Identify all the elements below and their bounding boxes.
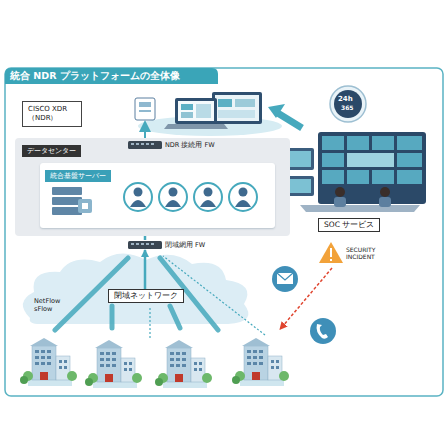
text-label: 24h (338, 95, 353, 103)
server-box: 統合基盤サーバー (40, 163, 275, 228)
title: 統合 NDR プラットフォームの全体像 (10, 70, 180, 83)
node-text: 閉域網用 FW (165, 241, 205, 250)
firewall-node: NDR 接続用 FW (128, 140, 215, 150)
product-box: CISCO XDR（NDR） (22, 101, 82, 127)
network-label-box: 閉域ネットワーク (108, 289, 184, 303)
firewall-icon (128, 140, 162, 150)
firewall-node: 閉域網用 FW (128, 240, 205, 250)
node-text: データセンター (22, 145, 81, 157)
node-text: 統合基盤サーバー (45, 170, 111, 182)
connector-arrow (144, 250, 147, 289)
firewall-icon (128, 240, 162, 250)
text-label: 365 (341, 104, 354, 111)
service-label-box: SOC サービス (318, 218, 380, 232)
node-text: CISCO XDR（NDR） (28, 105, 72, 123)
text-label: SECURITY INCIDENT (346, 246, 396, 260)
node-text: SOC サービス (324, 220, 374, 230)
node-text: 閉域ネットワーク (114, 291, 178, 301)
datacenter-band: データセンター統合基盤サーバー (15, 138, 290, 236)
text-label: NetFlow sFlow (34, 298, 66, 314)
node-text: NDR 接続用 FW (165, 141, 215, 150)
